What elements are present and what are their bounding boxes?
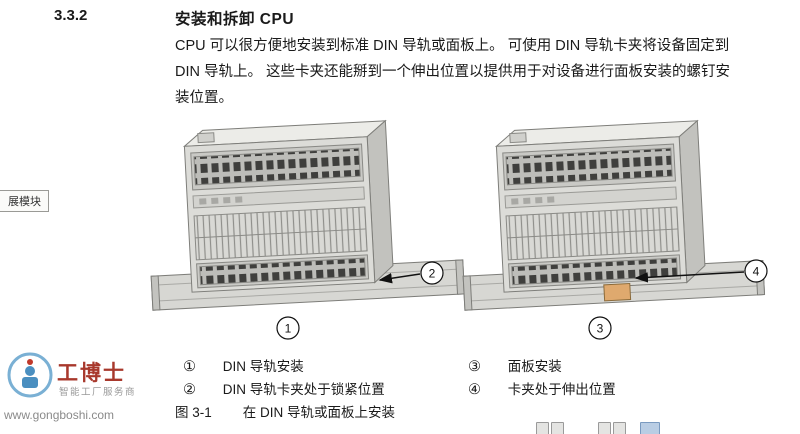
watermark-tagline: 智能工厂服务商 [59,387,137,398]
legend-label: 卡夹处于伸出位置 [507,382,616,397]
figure-caption: 图 3-1 在 DIN 导轨或面板上安装 [175,401,395,421]
callout-2-circle [420,261,444,285]
viewer-toolbar-button-5[interactable] [640,422,660,434]
watermark-brand: 工博士 [57,362,126,385]
callout-4-arrow [634,271,745,283]
figure-panel-mount: 4 3 [462,119,768,340]
sidebar-partial-label: 展模块 [0,190,49,212]
cpu-device [494,119,706,302]
extended-clip [603,283,632,302]
callout-2-arrow [378,273,421,284]
gongboshi-logo-icon [7,352,53,398]
section-title: 安装和拆卸 CPU [175,11,295,28]
cpu-device [182,119,394,293]
callout-3-number: 3 [597,322,604,336]
legend-num: ③ [468,359,481,375]
body-line-1: CPU 可以很方便地安装到标准 DIN 导轨或面板上。 可使用 DIN 导轨卡夹… [175,38,730,54]
body-line-3: 装位置。 [175,90,233,106]
callout-4-number: 4 [753,265,760,279]
figure-legend-left: ① DIN 导轨安装 ② DIN 导轨卡夹处于锁紧位置 [183,355,385,401]
legend-item: ③ 面板安装 [468,355,616,378]
legend-num: ② [183,382,196,398]
legend-item: ④ 卡夹处于伸出位置 [468,378,616,401]
figure-caption-text: 在 DIN 导轨或面板上安装 [242,405,396,420]
section-number: 3.3.2 [54,7,88,24]
figure-caption-label: 图 3-1 [175,405,212,420]
body-line-2: DIN 导轨上。 这些卡夹还能掰到一个伸出位置以提供用于对设备进行面板安装的螺钉… [175,64,731,80]
callout-1-circle [276,316,300,340]
callout-2-number: 2 [429,267,436,281]
legend-num: ④ [468,382,481,398]
watermark-url: www.gongboshi.com [4,408,115,422]
legend-label: DIN 导轨安装 [222,359,304,374]
legend-label: 面板安装 [507,359,562,374]
viewer-toolbar-button-2[interactable] [551,422,564,434]
sidebar-partial-label-text: 展模块 [8,196,41,208]
viewer-toolbar-button-1[interactable] [536,422,549,434]
legend-num: ① [183,359,196,375]
body-paragraph: CPU 可以很方便地安装到标准 DIN 导轨或面板上。 可使用 DIN 导轨卡夹… [175,33,745,111]
legend-item: ② DIN 导轨卡夹处于锁紧位置 [183,378,385,401]
legend-label: DIN 导轨卡夹处于锁紧位置 [222,382,385,397]
figure-din-rail-mount: 2 1 [150,119,466,340]
viewer-toolbar-button-4[interactable] [613,422,626,434]
figure-legend-right: ③ 面板安装 ④ 卡夹处于伸出位置 [468,355,616,401]
callout-4-circle [744,259,768,283]
viewer-toolbar-button-3[interactable] [598,422,611,434]
legend-item: ① DIN 导轨安装 [183,355,385,378]
callout-3-circle [588,316,612,340]
callout-1-number: 1 [285,322,292,336]
